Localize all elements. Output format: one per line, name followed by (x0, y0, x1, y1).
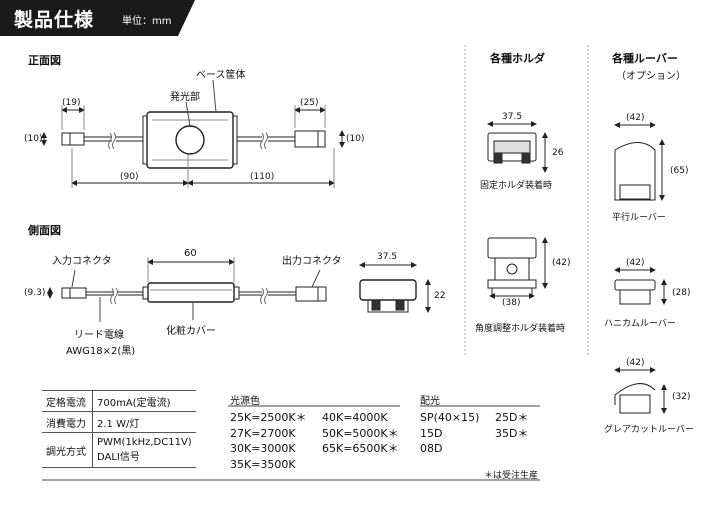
fixed-holder-height: 26 (552, 148, 564, 158)
list-item: 27K=2700K (230, 426, 296, 440)
table-row: 定格電流 700mA(定電流) (42, 390, 196, 412)
honeycomb-louver-drawing (614, 267, 667, 305)
light-color-col2: 40K=4000K 50K=5000K＊ 65K=6500K＊ (322, 410, 399, 457)
awg-label: AWG18×2(黒) (66, 346, 136, 357)
adjustable-holder-drawing (487, 237, 548, 299)
parallel-louver-width: (42) (626, 113, 645, 123)
list-item: 50K=5000K＊ (322, 426, 399, 440)
fixed-holder-drawing (487, 121, 548, 173)
side-view-drawing (47, 257, 431, 322)
parallel-louver-height: (65) (670, 166, 689, 176)
front-view-heading: 正面図 (28, 54, 61, 67)
fixed-holder-caption: 固定ホルダ装着時 (480, 181, 553, 191)
dim-25: (25) (300, 98, 319, 108)
dim-110: (110) (250, 172, 275, 182)
parallel-louver-drawing (614, 122, 665, 201)
adjustable-holder-width: (38) (502, 298, 521, 308)
list-item: SP(40×15) (420, 411, 480, 424)
footnote: ＊は受注生産 (484, 471, 539, 481)
table-row: 消費電力 2.1 W/灯 (42, 411, 196, 433)
output-connector-label: 出力コネクタ (282, 256, 342, 267)
dim-19: (19) (62, 98, 81, 108)
banner-shape (0, 0, 195, 36)
list-item: 15D (420, 426, 443, 440)
glare-louver-width: (42) (626, 358, 645, 368)
glare-louver-height: (32) (672, 392, 691, 402)
dim-60: 60 (184, 248, 197, 259)
front-view-drawing (41, 79, 345, 188)
side-view-heading: 側面図 (28, 224, 61, 237)
title-banner: 製品仕様 単位：mm (0, 0, 200, 36)
honeycomb-louver-height: (28) (672, 288, 691, 298)
list-item: 30K=3000K (230, 442, 296, 455)
dim-90: (90) (120, 172, 139, 182)
louvers-option-label: （オプション） (616, 71, 686, 82)
list-item: 35K=3500K (230, 457, 296, 471)
lead-wire-label: リード電線 (74, 330, 124, 341)
adjustable-holder-caption: 角度調整ホルダ装着時 (475, 324, 566, 334)
page-title: 製品仕様 (14, 9, 95, 31)
dim-10-left: (10) (24, 134, 43, 144)
fixed-holder-width: 37.5 (502, 112, 523, 122)
list-item: 25D＊ (495, 411, 529, 424)
honeycomb-louver-width: (42) (626, 258, 645, 268)
dim-9-3: (9.3) (24, 288, 46, 298)
light-color-heading: 光源色 (230, 396, 260, 407)
spec-table: 定格電流 700mA(定電流) 消費電力 2.1 W/灯 調光方式 PWM(1k… (42, 390, 196, 468)
unit-label: 単位：mm (122, 16, 172, 27)
light-emitting-label: 発光部 (170, 92, 200, 103)
table-row: 調光方式 PWM(1kHz,DC11V) DALI信号 (42, 432, 196, 468)
light-color-col1: 25K=2500K＊ 27K=2700K 30K=3000K 35K=3500K (230, 410, 307, 472)
dim-22: 22 (434, 291, 446, 301)
dim-37-5-side: 37.5 (377, 252, 398, 262)
parallel-louver-caption: 平行ルーバー (612, 213, 666, 223)
spec-value: 2.1 W/灯 (92, 411, 196, 433)
list-item: 08D (420, 442, 443, 455)
adjustable-holder-height: (42) (552, 258, 571, 268)
input-connector-label: 入力コネクタ (52, 256, 112, 267)
cover-label: 化粧カバー (166, 326, 216, 337)
louvers-heading: 各種ルーバー (612, 52, 678, 65)
glare-louver-drawing (614, 367, 667, 414)
list-item: 25K=2500K＊ (230, 411, 307, 424)
honeycomb-louver-caption: ハニカムルーバー (604, 319, 676, 329)
distribution-col2: 25D＊ 35D＊ (495, 410, 528, 441)
spec-value: PWM(1kHz,DC11V) DALI信号 (92, 432, 196, 468)
list-item: 35D＊ (495, 426, 529, 440)
distribution-heading: 配光 (420, 396, 440, 407)
spec-value: 700mA(定電流) (92, 390, 196, 412)
glare-louver-caption: グレアカットルーバー (604, 425, 694, 435)
spec-key: 調光方式 (42, 432, 93, 468)
spec-key: 消費電力 (42, 411, 93, 433)
distribution-col1: SP(40×15) 15D 08D (420, 410, 479, 457)
spec-key: 定格電流 (42, 390, 93, 412)
list-item: 65K=6500K＊ (322, 442, 399, 455)
base-housing-label: ベース筐体 (196, 70, 246, 81)
holders-heading: 各種ホルダ (490, 52, 545, 65)
list-item: 40K=4000K (322, 411, 388, 424)
dim-10-right: (10) (346, 134, 365, 144)
